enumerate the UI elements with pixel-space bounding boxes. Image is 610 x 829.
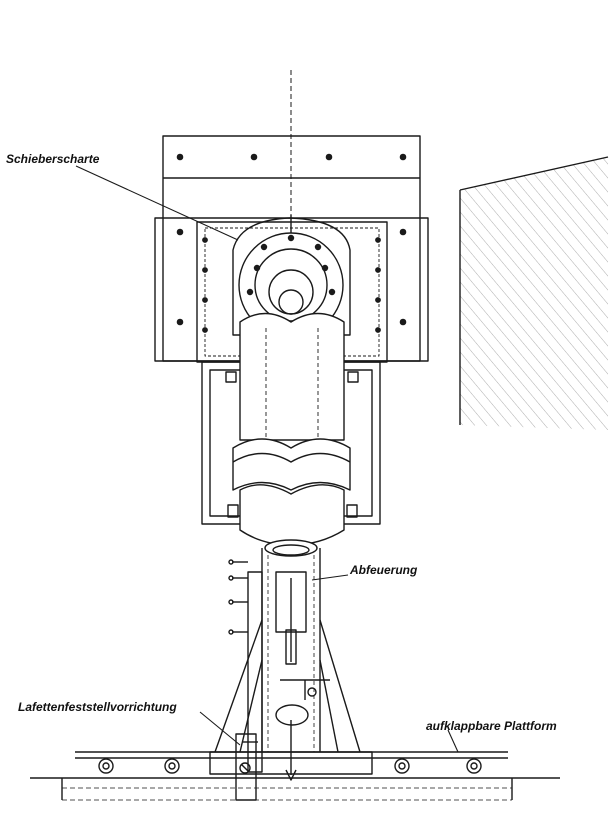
gun-barrel [233,314,350,557]
side-handles [229,560,262,772]
label-embrasure: Schieberscharte [6,152,100,166]
floor [30,778,560,800]
label-firing: Abfeuerung [350,563,418,577]
leader-lines [76,166,458,752]
label-platform: aufklappbare Plattform [426,719,557,733]
label-carriage-lock: Lafettenfeststellvorrichtung [18,700,177,714]
platform-deck [75,752,508,774]
wall-section [460,157,608,430]
pedestal [215,548,360,780]
